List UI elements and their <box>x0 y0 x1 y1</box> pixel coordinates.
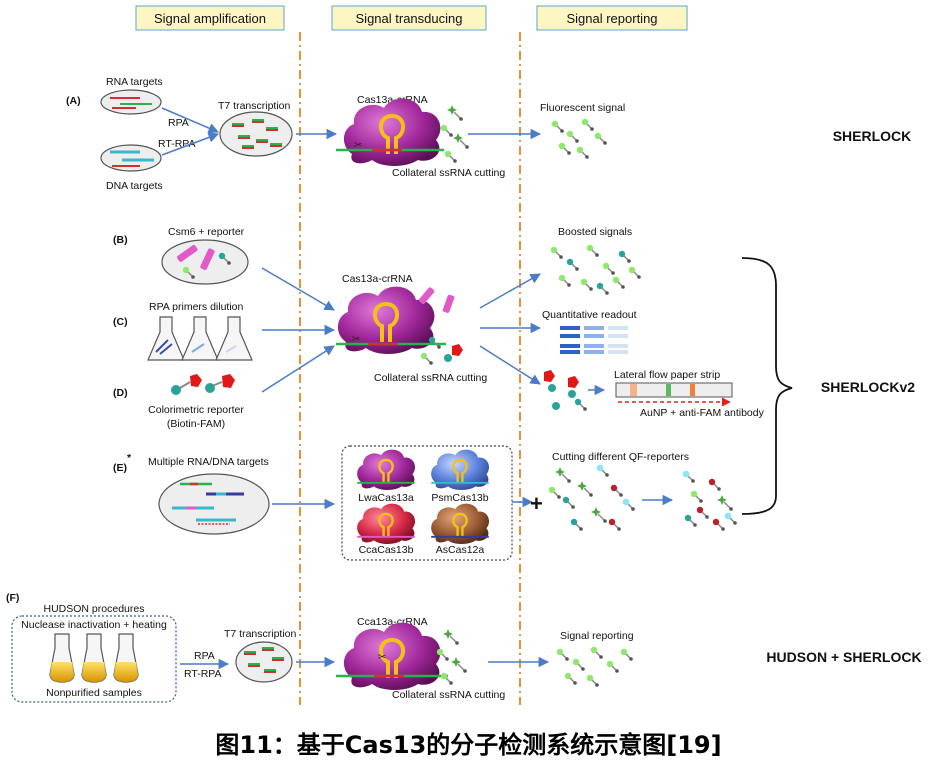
boosted-signals <box>550 244 642 296</box>
a-rt-rpa-label: RT-RPA <box>158 138 196 150</box>
svg-text:Signal reporting: Signal reporting <box>566 11 657 26</box>
lateral-flow-strip <box>615 382 733 398</box>
rna-strands <box>110 97 152 109</box>
f-rpa-label: RPA <box>194 650 215 662</box>
arrow-to-boosted <box>479 273 541 309</box>
f-hudson-box <box>11 615 177 703</box>
a-t7-label: T7 transcription <box>218 100 291 112</box>
header-transducing: Signal transducing <box>331 5 487 31</box>
e-title: Multiple RNA/DNA targets <box>148 456 269 468</box>
a-rpa-label: RPA <box>168 117 189 129</box>
boosted-signals-label: Boosted signals <box>558 226 632 238</box>
d-title-line1: Colorimetric reporter <box>148 404 244 416</box>
svg-text:Signal amplification: Signal amplification <box>154 11 266 26</box>
c-dilution-flasks <box>147 316 253 361</box>
a-collateral-label: Collateral ssRNA cutting <box>392 167 505 179</box>
f-nuclease-label: Nuclease inactivation + heating <box>21 619 167 631</box>
psmcas13b-label: PsmCas13b <box>431 492 488 504</box>
cas13-diagram: Signal amplification Signal transducing … <box>6 5 922 705</box>
arrow-dna-to-t7 <box>161 132 219 156</box>
f-nonpurified-label: Nonpurified samples <box>46 687 142 699</box>
a-t7-ellipse <box>219 111 293 157</box>
svg-text:✂: ✂ <box>352 334 360 345</box>
header-reporting: Signal reporting <box>536 5 688 31</box>
lwacas13a-complex <box>357 449 416 490</box>
bcd-collateral-label: Collateral ssRNA cutting <box>374 372 487 384</box>
panel-a-label: (A) <box>66 95 81 107</box>
dna-targets-label: DNA targets <box>106 180 163 192</box>
panel-e-label: (E) <box>113 462 127 474</box>
svg-text:✂: ✂ <box>378 652 386 663</box>
c-primers <box>155 339 237 355</box>
lateral-flow-label: Lateral flow paper strip <box>614 369 720 381</box>
b-csm6-molecules <box>177 245 232 280</box>
f-collateral-label: Collateral ssRNA cutting <box>392 689 505 701</box>
e-cutting-label: Cutting different QF-reporters <box>552 451 689 463</box>
lateral-flow-reporters <box>544 370 588 412</box>
arrow-to-lateral <box>479 345 541 385</box>
ccacas13b-complex <box>357 503 416 544</box>
aunp-label: AuNP + anti-FAM antibody <box>640 407 765 419</box>
e-targets-ellipse <box>158 473 270 535</box>
f-cas13a-complex: ✂ <box>336 622 448 690</box>
f-sample-tubes <box>49 633 139 683</box>
figure-caption: 图11：基于Cas13的分子检测系统示意图[19] <box>215 731 722 759</box>
bcd-reporters <box>418 287 463 366</box>
e-multiplex-box <box>341 445 513 561</box>
f-rt-rpa-label: RT-RPA <box>184 668 222 680</box>
a-signal-label: Fluorescent signal <box>540 102 625 114</box>
a-reporters <box>440 104 470 164</box>
b-title: Csm6 + reporter <box>168 226 245 238</box>
quantitative-bars <box>560 326 628 354</box>
sherlockv2-brace <box>741 257 793 515</box>
f-reporters <box>436 628 468 686</box>
arrow-rna-to-t7 <box>161 107 219 134</box>
rna-targets-label: RNA targets <box>106 76 163 88</box>
f-method-label: HUDSON + SHERLOCK <box>766 649 921 665</box>
svg-text:✂: ✂ <box>354 140 362 151</box>
psmcas13b-complex <box>431 449 490 490</box>
f-procedures-label: HUDSON procedures <box>44 603 145 615</box>
f-signal-reporters <box>556 646 634 688</box>
c-title: RPA primers dilution <box>149 301 244 313</box>
a-method-label: SHERLOCK <box>833 128 912 144</box>
panel-e-asterisk: * <box>127 452 132 464</box>
e-plus-sign: + <box>530 491 543 516</box>
svg-text:Signal transducing: Signal transducing <box>356 11 463 26</box>
a-fluorescent-signal <box>551 118 608 160</box>
ascas12a-label: AsCas12a <box>436 544 485 556</box>
header-amplification: Signal amplification <box>135 5 285 31</box>
f-signal-label: Signal reporting <box>560 630 634 642</box>
arrow-b-to-cas <box>261 267 335 311</box>
dna-strands <box>110 150 154 167</box>
arrow-d-to-cas <box>261 345 335 393</box>
quantitative-readout-label: Quantitative readout <box>542 309 637 321</box>
panel-b-label: (B) <box>113 234 128 246</box>
e-qf-reporters-intact <box>548 463 636 532</box>
e-targets-strands <box>172 482 244 525</box>
a-cas13a-complex: ✂ <box>336 98 444 166</box>
sherlockv2-label: SHERLOCKv2 <box>821 379 915 395</box>
rna-targets-ellipse <box>100 89 162 115</box>
panel-f-label: (F) <box>6 592 19 604</box>
dna-targets-ellipse <box>100 144 162 172</box>
f-t7-label: T7 transcription <box>224 628 297 640</box>
panel-c-label: (C) <box>113 316 128 328</box>
ccacas13b-label: CcaCas13b <box>359 544 414 556</box>
bcd-cas13a-complex: ✂ <box>336 286 446 354</box>
d-title-line2: (Biotin-FAM) <box>167 418 225 430</box>
e-qf-reporters-cut <box>681 469 738 532</box>
lwacas13a-label: LwaCas13a <box>358 492 414 504</box>
panel-d-label: (D) <box>113 387 128 399</box>
bcd-enzyme-label: Cas13a-crRNA <box>342 273 413 285</box>
ascas12a-complex <box>431 503 490 544</box>
d-biotin-fam-reporters <box>171 374 235 395</box>
